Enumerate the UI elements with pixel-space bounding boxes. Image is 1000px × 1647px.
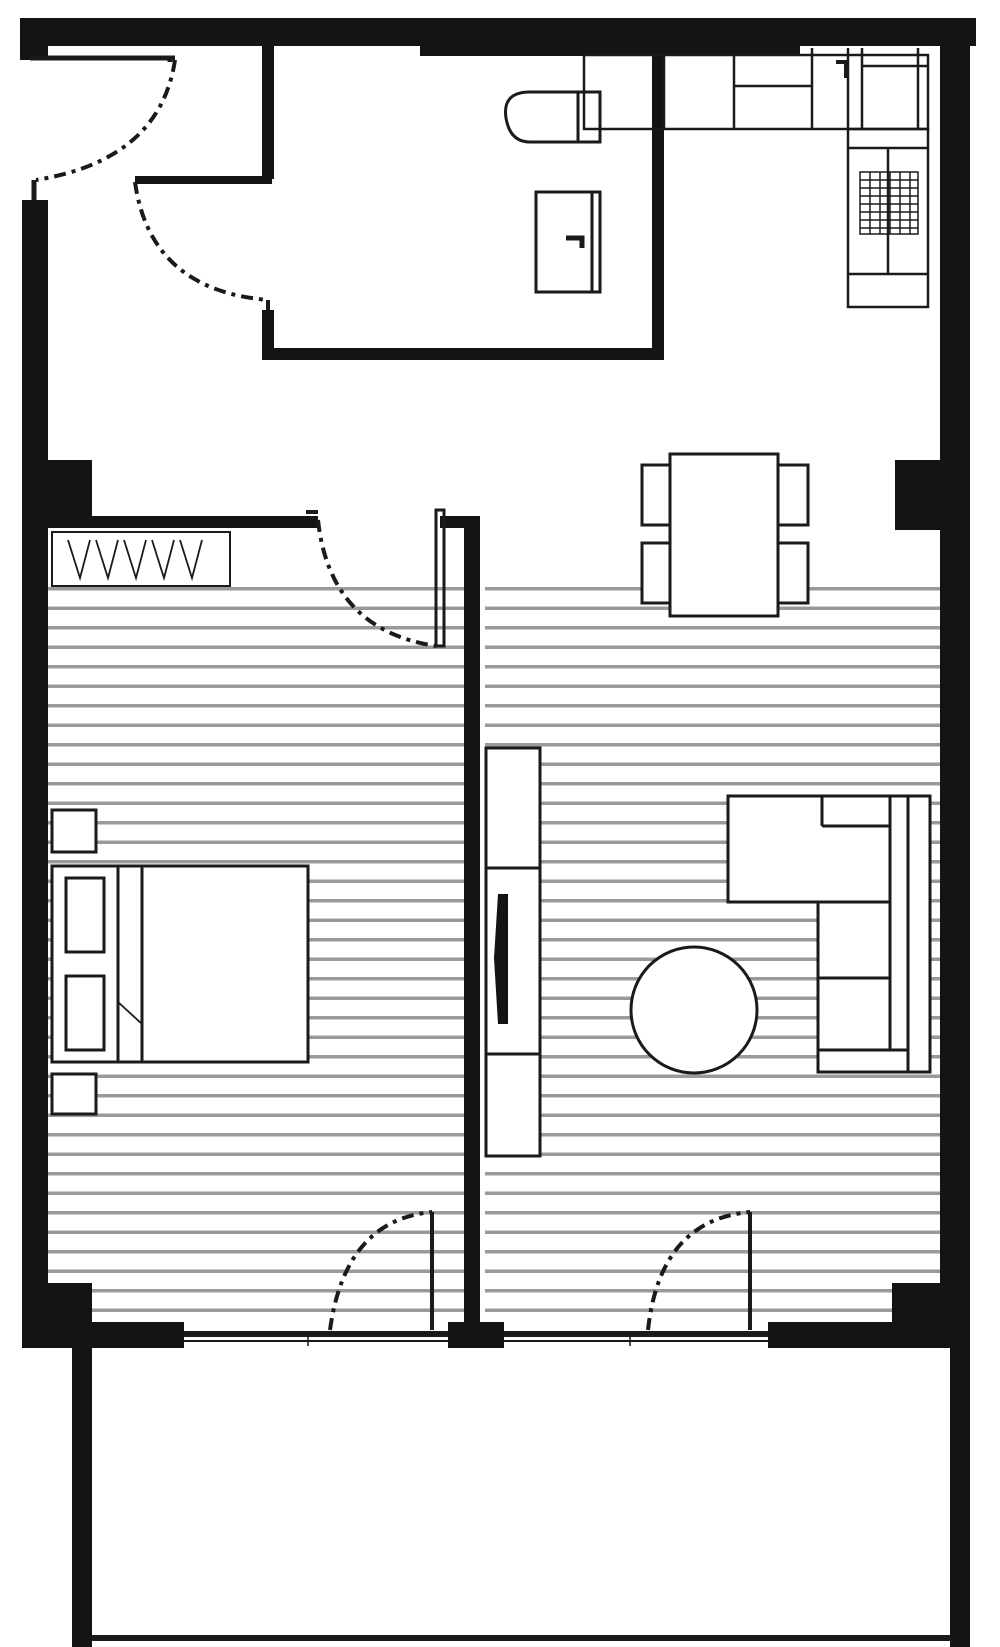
bathroom-left-wall-lower (262, 310, 274, 360)
dining-chair (640, 463, 674, 527)
dining-set (640, 452, 810, 618)
kitchen-counter-top (582, 53, 930, 131)
bottom-wall-left (22, 1322, 184, 1348)
tv-unit (484, 746, 542, 1158)
balcony-right-wall (950, 1348, 970, 1647)
washbasin-tap (566, 235, 585, 248)
dining-chair (776, 463, 810, 527)
bathroom-right-wall (652, 52, 664, 360)
right-wall (940, 18, 970, 1348)
top-wall-thick (420, 18, 800, 56)
hall-partition (135, 176, 272, 184)
walls (20, 18, 976, 1647)
bedroom-furniture (50, 531, 310, 1116)
dining-chair (640, 541, 674, 605)
bedroom-door (316, 519, 437, 648)
left-wall-top (20, 18, 48, 60)
round-coffee-table (629, 945, 759, 1075)
bedroom-balcony-door (328, 1210, 433, 1331)
corner-sofa-chaise (726, 794, 892, 904)
tv (494, 894, 508, 1024)
balcony-left-wall (72, 1348, 92, 1647)
thin-walls (30, 55, 950, 1641)
bedroom-door-jamb (434, 508, 446, 648)
left-wall (22, 200, 48, 1348)
bathroom-fixtures (504, 90, 602, 294)
nightstand (50, 808, 98, 854)
pillow (64, 974, 106, 1052)
kitchenette (582, 48, 930, 309)
left-pillar (22, 460, 92, 518)
pillow (64, 876, 106, 954)
cooktop-frame (859, 171, 919, 235)
right-pillar (895, 460, 955, 530)
hall-stub-wall (440, 516, 480, 528)
bathroom-bottom-wall (262, 348, 664, 360)
toilet-cistern (576, 90, 602, 144)
cooktop (859, 171, 919, 235)
doors (35, 59, 751, 1331)
dining-chair (776, 541, 810, 605)
bathroom-left-wall-upper (262, 42, 274, 179)
nightstand (50, 1072, 98, 1116)
door-leaves (266, 300, 752, 1330)
living-balcony-door (646, 1210, 751, 1331)
bathroom-door (133, 181, 269, 302)
wardrobe-hangers (67, 539, 203, 582)
dining-table (668, 452, 780, 618)
kitchen-counter-side (846, 127, 930, 309)
entrance-door (35, 59, 177, 182)
kitchen-tap (836, 60, 848, 78)
bed-sheet-fold (117, 1001, 143, 1025)
bottom-wall-right (768, 1322, 970, 1348)
living-furniture (484, 746, 932, 1158)
bedroom-top-wall (48, 516, 318, 528)
washbasin (534, 190, 602, 294)
bedroom-living-partition (464, 516, 480, 1348)
toilet (504, 90, 580, 144)
